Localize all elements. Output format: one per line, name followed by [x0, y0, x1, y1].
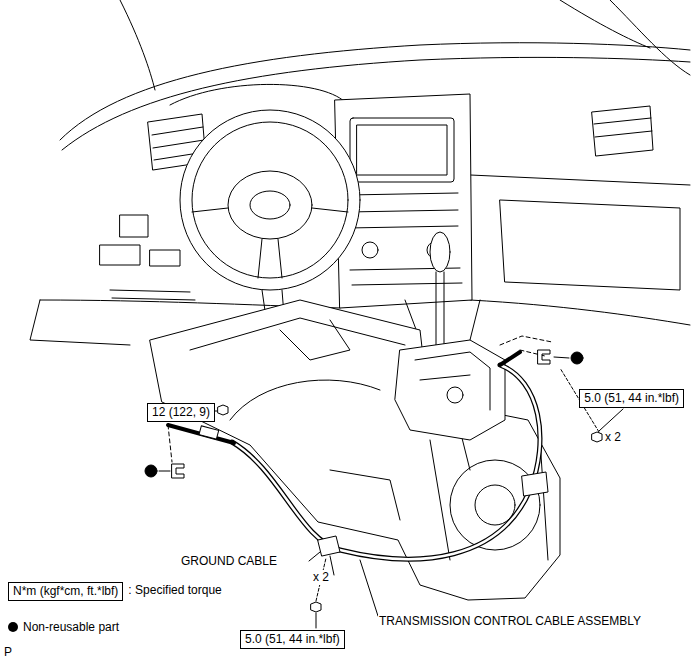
legend-item: Non-reusable part — [8, 620, 119, 635]
torque-spec-box: 5.0 (51, 44 in.*lbf) — [240, 630, 345, 649]
part-label: GROUND CABLE — [180, 554, 278, 569]
part-label: x 2 — [604, 430, 622, 445]
torque-spec-box: 5.0 (51, 44 in.*lbf) — [579, 389, 684, 408]
part-label: x 2 — [312, 570, 330, 585]
torque-value: N*m (kgf*cm, ft.*lbf) — [13, 584, 118, 598]
non-reusable-mark — [8, 622, 18, 632]
torque-spec-box: N*m (kgf*cm, ft.*lbf) — [8, 582, 123, 601]
torque-value: 5.0 (51, 44 in.*lbf) — [245, 632, 340, 646]
part-label: TRANSMISSION CONTROL CABLE ASSEMBLY — [378, 614, 642, 629]
torque-spec-box: 12 (122, 9) — [147, 403, 215, 422]
part-label: P — [3, 645, 13, 660]
torque-value: 5.0 (51, 44 in.*lbf) — [584, 391, 679, 405]
legend-text: Non-reusable part — [23, 620, 119, 634]
part-label: : Specified torque — [127, 583, 222, 598]
torque-value: 12 (122, 9) — [152, 405, 210, 419]
